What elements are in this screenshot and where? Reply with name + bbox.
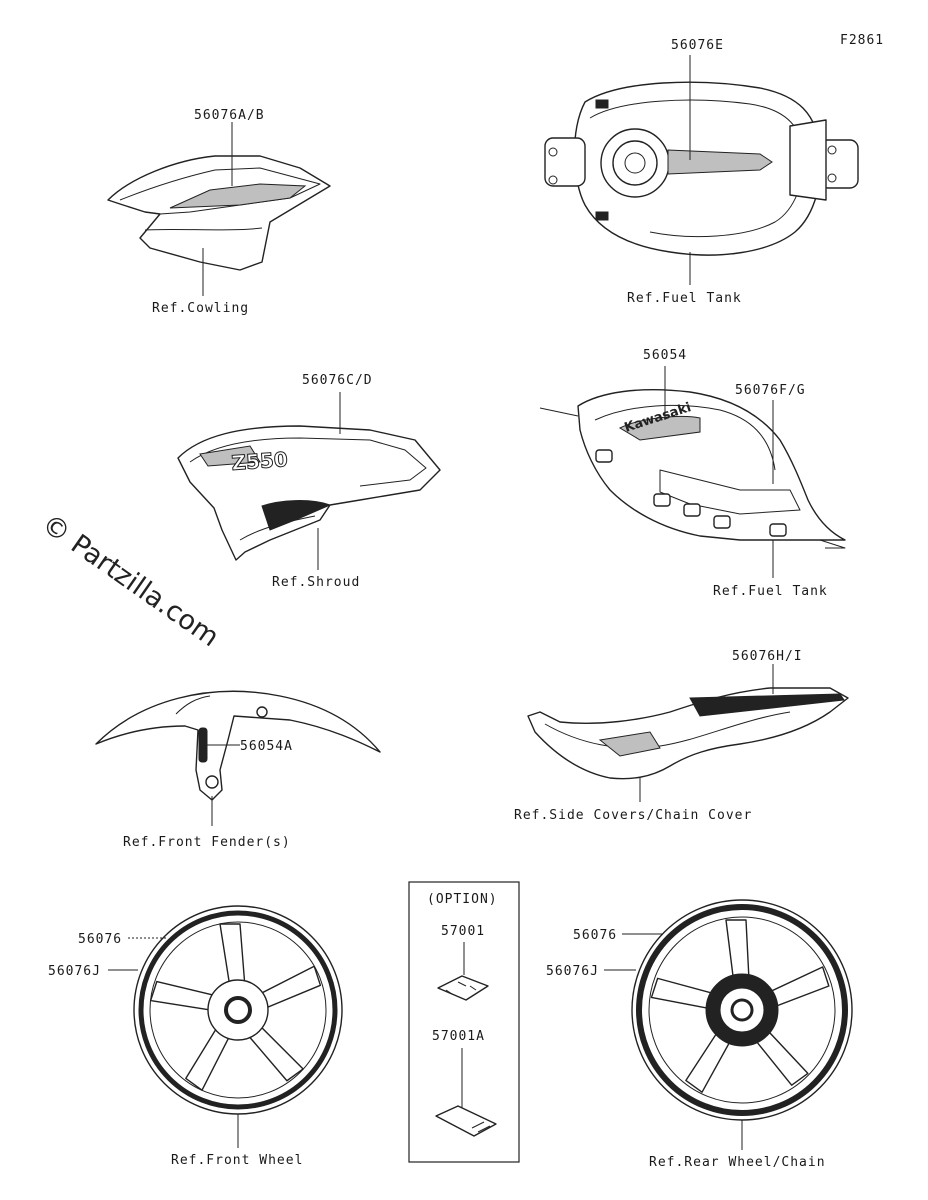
filler-cap bbox=[612, 140, 658, 186]
tank-rear-cap bbox=[789, 119, 827, 201]
label-front-wheel-ref[interactable]: Ref.Front Wheel bbox=[171, 1153, 303, 1168]
label-fender-part[interactable]: 56054A bbox=[240, 739, 293, 754]
tank-side-tab bbox=[819, 539, 846, 549]
front-fender-body bbox=[95, 690, 381, 801]
side-cover-panel bbox=[598, 731, 661, 757]
side-cover-body bbox=[527, 687, 849, 780]
rear-wheel-group: 56076 56076J Ref.Rear Wheel/Chain bbox=[546, 899, 853, 1170]
tank-grommet bbox=[769, 523, 787, 537]
bolt bbox=[827, 145, 837, 155]
front-wheel-rim-stripe bbox=[138, 910, 338, 1110]
shroud-stripe bbox=[199, 445, 261, 467]
tank-grommet bbox=[653, 493, 671, 507]
shroud-dark-area bbox=[261, 500, 332, 531]
fuel-tank-side-group: Kawasaki 56054 56076F/G Ref.Fuel Tank bbox=[539, 348, 846, 599]
filler-cap-center bbox=[624, 152, 646, 174]
label-cowl-ref[interactable]: Ref.Cowling bbox=[152, 301, 249, 316]
cowling-group: 56076A/B Ref.Cowling bbox=[107, 108, 331, 316]
fender-decal bbox=[198, 727, 208, 763]
label-rear-wheel-ref[interactable]: Ref.Rear Wheel/Chain bbox=[649, 1155, 826, 1170]
tank-clip bbox=[595, 211, 609, 221]
label-front-wheel-part1[interactable]: 56076 bbox=[78, 932, 122, 947]
label-tank-side-part2[interactable]: 56076F/G bbox=[735, 383, 806, 398]
tank-grommet bbox=[683, 503, 701, 517]
cowling-lower-edge bbox=[144, 227, 263, 231]
tank-top-decal bbox=[667, 149, 773, 175]
option-sheet bbox=[435, 1105, 497, 1137]
rear-wheel-rim-stripe bbox=[636, 904, 848, 1116]
label-shroud-part[interactable]: 56076C/D bbox=[302, 373, 373, 388]
shroud-group: Z550 56076C/D Ref.Shroud bbox=[177, 373, 441, 590]
label-tank-side-part1[interactable]: 56054 bbox=[643, 348, 687, 363]
watermark: © Partzilla.com bbox=[36, 508, 224, 653]
label-shroud-ref[interactable]: Ref.Shroud bbox=[272, 575, 360, 590]
label-side-cover-part[interactable]: 56076H/I bbox=[732, 649, 803, 664]
fender-bolt bbox=[256, 706, 268, 718]
label-tank-side-ref[interactable]: Ref.Fuel Tank bbox=[713, 584, 828, 599]
label-tank-top-ref[interactable]: Ref.Fuel Tank bbox=[627, 291, 742, 306]
cowling-panel bbox=[107, 155, 331, 271]
option-title[interactable]: (OPTION) bbox=[427, 892, 498, 907]
tank-mount-left bbox=[544, 137, 586, 187]
fender-vent bbox=[175, 695, 211, 715]
option-frame bbox=[408, 881, 520, 1163]
side-cover-inner bbox=[544, 711, 791, 749]
option-sheet-detail bbox=[471, 1121, 491, 1133]
option-box: (OPTION) 57001 57001A bbox=[408, 881, 520, 1163]
cowling-decal bbox=[169, 183, 307, 209]
side-covers-group: 56076H/I Ref.Side Covers/Chain Cover bbox=[514, 649, 849, 823]
shroud-logo: Z550 bbox=[231, 447, 289, 475]
label-front-wheel-part2[interactable]: 56076J bbox=[48, 964, 101, 979]
rear-wheel-rim-inner bbox=[648, 916, 836, 1104]
label-tank-top-part[interactable]: 56076E bbox=[671, 38, 724, 53]
fuel-tank-side-inner bbox=[594, 404, 776, 471]
shroud-lower-line bbox=[239, 515, 316, 541]
bolt bbox=[548, 175, 558, 185]
figure-id: F2861 bbox=[840, 33, 884, 48]
tank-grommet bbox=[713, 515, 731, 529]
label-side-cover-ref[interactable]: Ref.Side Covers/Chain Cover bbox=[514, 808, 752, 823]
fender-bolt bbox=[205, 775, 219, 789]
front-fender-group: 56054A Ref.Front Fender(s) bbox=[95, 690, 381, 850]
fuel-tank-top-group: 56076E Ref.Fuel Tank bbox=[544, 38, 859, 306]
shroud-panel bbox=[177, 425, 441, 561]
tank-grommet bbox=[595, 449, 613, 463]
bolt bbox=[548, 147, 558, 157]
label-rear-wheel-part2[interactable]: 56076J bbox=[546, 964, 599, 979]
label-option-part1[interactable]: 57001 bbox=[441, 924, 485, 939]
tank-side-rod bbox=[539, 407, 579, 417]
label-option-part2[interactable]: 57001A bbox=[432, 1029, 485, 1044]
bolt bbox=[827, 173, 837, 183]
label-rear-wheel-part1[interactable]: 56076 bbox=[573, 928, 617, 943]
tank-clip bbox=[595, 99, 609, 109]
side-cover-decal bbox=[689, 693, 845, 717]
front-wheel-group: 56076 56076J Ref.Front Wheel bbox=[48, 905, 343, 1168]
front-wheel-rim-inner bbox=[149, 921, 327, 1099]
option-clip-detail bbox=[445, 981, 477, 995]
tank-side-decal-left bbox=[618, 416, 701, 441]
option-clip-part bbox=[437, 975, 489, 1001]
label-fender-ref[interactable]: Ref.Front Fender(s) bbox=[123, 835, 291, 850]
rear-wheel-axle bbox=[730, 998, 754, 1022]
label-cowl-part[interactable]: 56076A/B bbox=[194, 108, 265, 123]
front-wheel-axle bbox=[224, 996, 252, 1024]
